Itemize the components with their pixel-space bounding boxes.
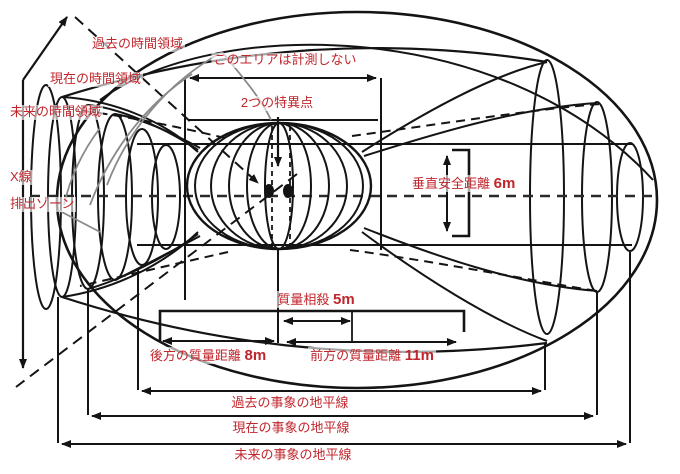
label-present-time-region: 現在の時間領域 bbox=[48, 71, 144, 87]
mass-offset-value: 5m bbox=[332, 291, 355, 308]
label-vertical-safety-distance: 垂直安全距離 6m bbox=[410, 175, 518, 193]
rear-mass-text: 後方の質量距離 bbox=[149, 348, 241, 363]
mass-offset-text: 質量相殺 bbox=[277, 292, 330, 307]
label-mass-offset: 質量相殺 5m bbox=[275, 291, 357, 309]
front-mass-value: 11m bbox=[404, 347, 434, 364]
label-past-event-horizon: 過去の事象の地平線 bbox=[229, 395, 351, 411]
right-funnel bbox=[361, 59, 644, 342]
label-present-event-horizon: 現在の事象の地平線 bbox=[230, 420, 352, 436]
label-xray-zone-line1: X線 bbox=[8, 169, 34, 185]
label-two-singularities: 2つの特異点 bbox=[238, 95, 316, 111]
left-axis-arrow bbox=[19, 16, 68, 369]
label-past-time-region: 過去の時間領域 bbox=[90, 36, 186, 52]
inner-cylinder-lines bbox=[137, 119, 632, 246]
label-future-time-region: 未来の時間領域 bbox=[8, 104, 104, 120]
front-mass-text: 前方の質量距離 bbox=[310, 348, 402, 363]
label-future-event-horizon: 未来の事象の地平線 bbox=[232, 447, 354, 463]
label-rear-mass-distance: 後方の質量距離 8m bbox=[147, 347, 269, 365]
gray-surface-curves bbox=[57, 51, 272, 233]
singularity-dots bbox=[264, 184, 293, 198]
vertical-safety-text: 垂直安全距離 bbox=[412, 176, 491, 191]
label-xray-zone-line2: 排出ゾーン bbox=[8, 196, 77, 212]
vertical-safety-dimension bbox=[443, 148, 471, 238]
vertical-safety-value: 6m bbox=[493, 175, 516, 192]
label-front-mass-distance: 前方の質量距離 11m bbox=[308, 347, 436, 365]
hidden-edges-dashed bbox=[74, 103, 601, 292]
event-horizon-dimensions bbox=[57, 252, 631, 448]
label-no-measure-area: このエリアは計測しない bbox=[211, 52, 359, 68]
no-measure-dimension bbox=[184, 74, 382, 300]
rear-mass-value: 8m bbox=[244, 347, 267, 364]
